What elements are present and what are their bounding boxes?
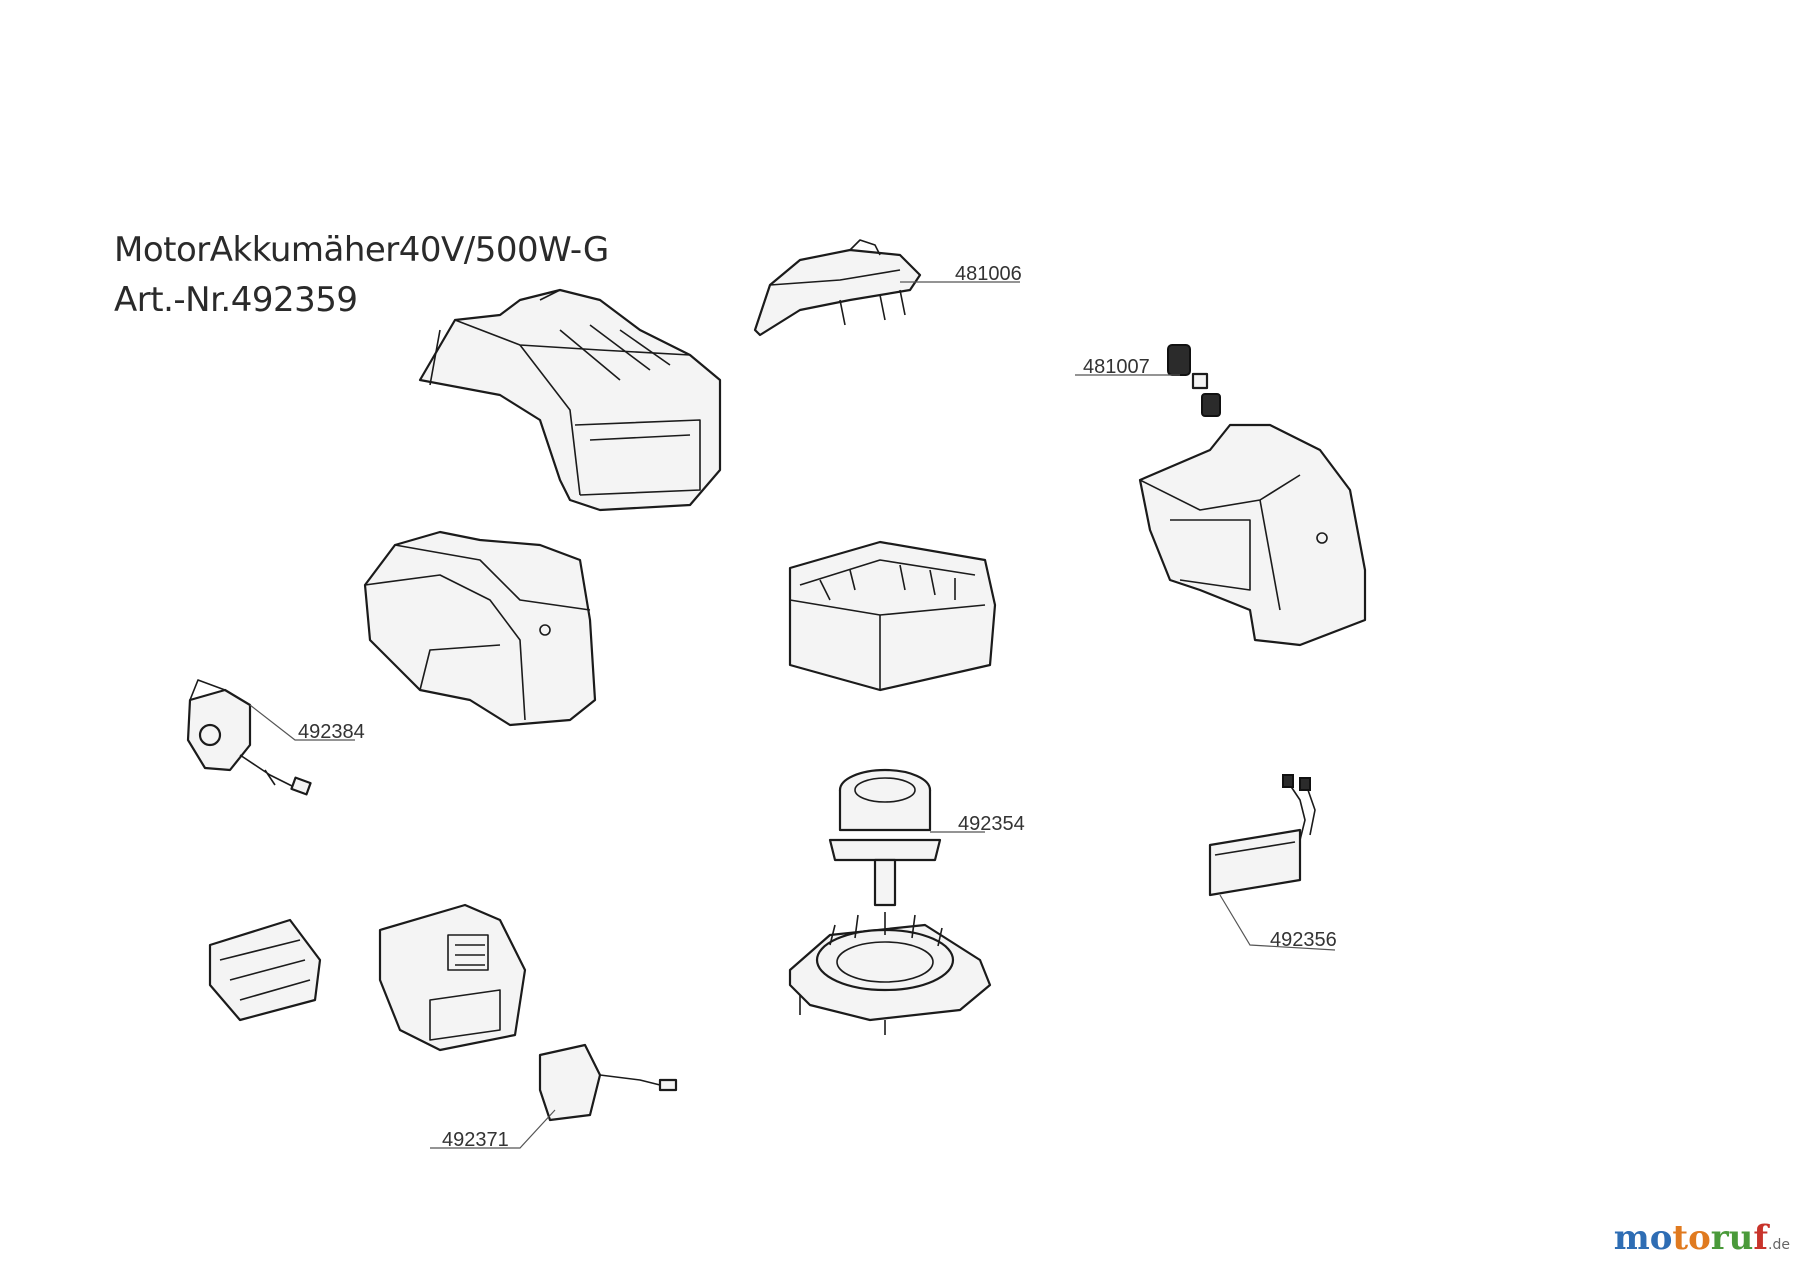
- battery-bracket-part: [208, 918, 322, 1022]
- leader-492356: [1219, 894, 1336, 951]
- leader-492384: [249, 704, 355, 741]
- motoruf-logo: motoruf.de: [1613, 1218, 1790, 1258]
- motor-housing-frame: [788, 540, 997, 692]
- diagram-title: MotorAkkumäher40V/500W-G: [114, 230, 609, 270]
- battery-cover-part: [363, 530, 597, 727]
- battery-compartment-part: [378, 903, 527, 1052]
- motor-base-plate: [788, 912, 992, 1035]
- control-board-part: [1208, 774, 1316, 897]
- part-number-492354: 492354: [958, 813, 1025, 835]
- part-number-492356: 492356: [1270, 929, 1337, 951]
- switch-part: [186, 679, 312, 796]
- handle-cover-part: [753, 239, 922, 337]
- article-number: Art.-Nr.492359: [114, 280, 358, 320]
- part-number-481006: 481006: [955, 263, 1022, 285]
- connector-part: [538, 1043, 678, 1122]
- upper-housing-hood: [418, 288, 722, 512]
- part-number-481007: 481007: [1083, 356, 1150, 378]
- part-number-492371: 492371: [442, 1129, 509, 1151]
- motor-part: [828, 768, 942, 907]
- part-number-492384: 492384: [298, 721, 365, 743]
- leader-492371: [430, 1109, 556, 1149]
- safety-key-part: [1167, 344, 1221, 417]
- side-housing-part: [1138, 423, 1367, 647]
